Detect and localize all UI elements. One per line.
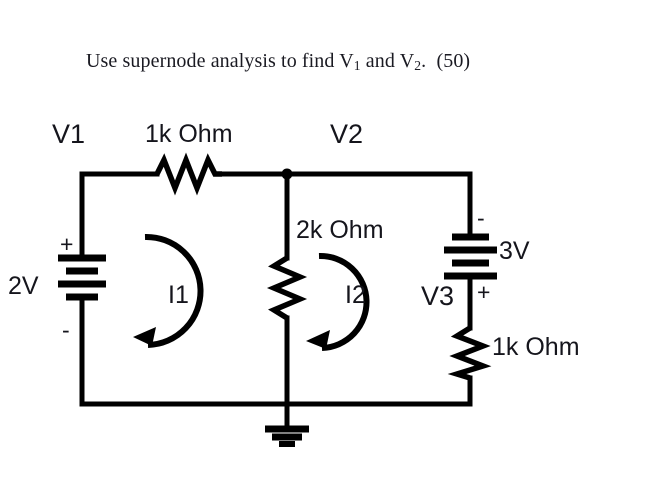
- page-title: Use supernode analysis to find V1 and V2…: [86, 50, 606, 74]
- mesh-loop-i1-arrowhead: [133, 327, 156, 346]
- mesh-loop-i1-arc: [144, 233, 204, 348]
- title-middle: and V: [360, 50, 415, 72]
- resistor-1k-top-zigzag: [154, 152, 222, 196]
- label-resistor-1k-top: 1k Ohm: [145, 120, 233, 148]
- title-subscript-1: 1: [353, 57, 361, 73]
- mesh-loop-i2-arrowhead: [306, 330, 330, 349]
- resistor-1k-right-zigzag: [447, 325, 492, 381]
- resistor-2k-middle-zigzag: [266, 255, 308, 321]
- label-source-3v: 3V: [499, 237, 530, 265]
- label-resistor-2k-middle: 2k Ohm: [296, 216, 384, 244]
- junction-dot-v2: [281, 168, 293, 180]
- label-resistor-1k-right: 1k Ohm: [492, 333, 580, 361]
- title-prefix: Use supernode analysis to find V: [86, 50, 354, 72]
- mesh-loop-i2-arc: [318, 252, 370, 351]
- title-suffix: . (50): [421, 50, 471, 72]
- polarity-minus-3v: -: [477, 205, 485, 231]
- polarity-minus-2v: -: [62, 317, 70, 343]
- label-source-2v: 2V: [8, 272, 39, 300]
- label-node-v1: V1: [52, 119, 85, 149]
- label-node-v3: V3: [421, 281, 454, 311]
- label-mesh-current-i1: I1: [168, 281, 189, 309]
- polarity-plus-2v: +: [60, 231, 73, 257]
- label-mesh-current-i2: I2: [345, 281, 366, 309]
- title-subscript-2: 2: [414, 57, 422, 73]
- label-node-v2: V2: [330, 119, 363, 149]
- polarity-plus-3v: +: [477, 279, 490, 305]
